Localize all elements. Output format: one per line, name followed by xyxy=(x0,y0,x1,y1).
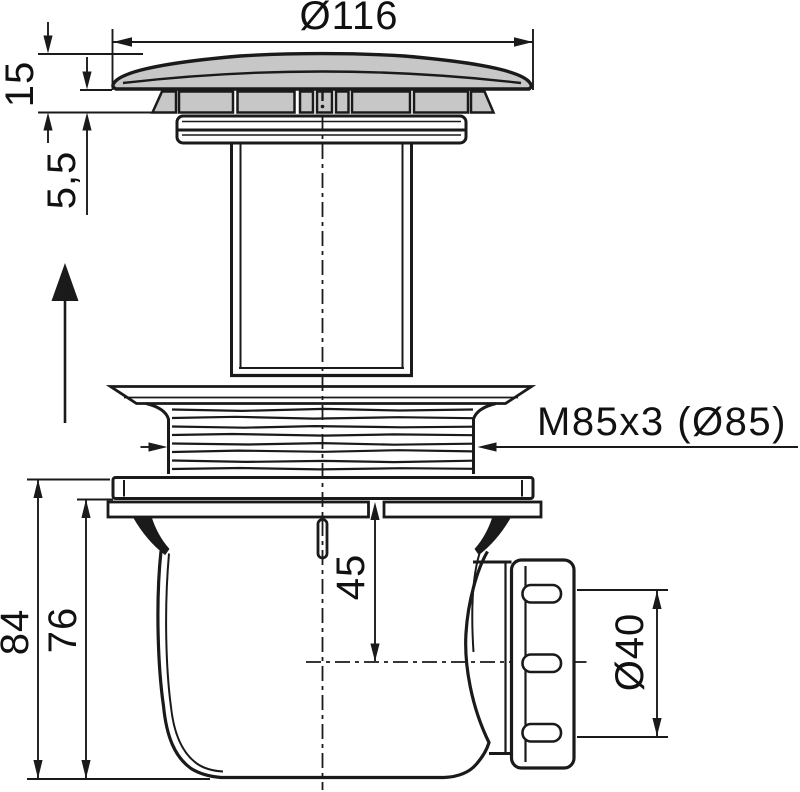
cap-center-dot xyxy=(320,104,325,109)
collar-band-right xyxy=(382,500,543,519)
cap-neck-rings xyxy=(175,114,468,145)
thread-wall-right xyxy=(472,402,497,474)
direction-up-arrow xyxy=(51,263,79,423)
dim-total-height xyxy=(27,478,210,780)
body-inner-wall-left xyxy=(165,553,224,773)
centerlines xyxy=(306,115,587,790)
dim-cap-rim-height xyxy=(80,57,112,215)
cap-stem-tube xyxy=(230,143,413,378)
body-outline xyxy=(156,550,491,780)
collar-brim xyxy=(105,385,537,405)
collar-band-left xyxy=(106,500,370,519)
dim-label-cap-diameter: Ø116 xyxy=(299,0,399,38)
leader-thread-spec xyxy=(140,442,798,452)
thread-wall-left xyxy=(145,402,170,474)
outlet-slot-middle xyxy=(521,653,563,674)
trap-body xyxy=(132,516,576,780)
cap-assembly xyxy=(111,51,533,378)
dim-label-total-height: 84 xyxy=(0,608,37,656)
dim-label-outlet-center-depth: 45 xyxy=(329,553,373,601)
dim-label-thread-spec: M85x3 (Ø85) xyxy=(537,400,787,444)
dim-label-outlet-diameter: Ø40 xyxy=(608,612,652,692)
dim-label-cap-height: 15 xyxy=(0,60,42,108)
dim-outlet-center-depth xyxy=(370,502,380,662)
dim-cap-height xyxy=(38,22,162,143)
gusset-right xyxy=(474,516,512,556)
outlet-slot-top xyxy=(521,583,563,604)
outlet-slot-bottom xyxy=(521,722,563,743)
threaded-collar xyxy=(105,385,543,519)
dim-outlet-diameter xyxy=(577,589,668,738)
cap-dome-edge-line xyxy=(122,70,522,85)
dim-label-body-height: 76 xyxy=(41,606,85,654)
dimensions xyxy=(27,22,798,780)
dim-cap-diameter xyxy=(111,29,534,90)
outlet xyxy=(473,558,576,770)
dim-label-cap-rim-height: 5,5 xyxy=(40,150,84,210)
cap-skirt xyxy=(150,90,496,114)
dim-body-height xyxy=(77,498,113,779)
gusset-left xyxy=(132,516,170,556)
